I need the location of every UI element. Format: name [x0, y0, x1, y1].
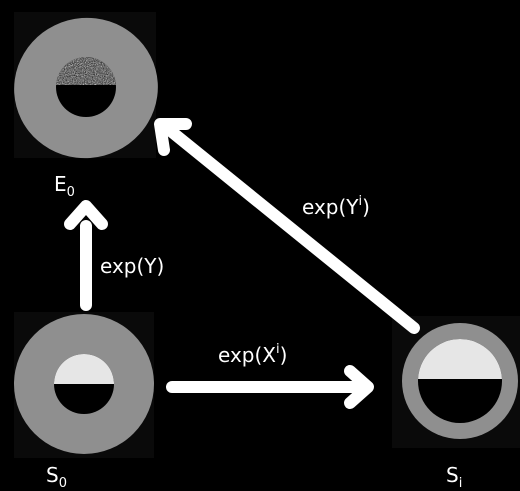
e0-image [14, 12, 158, 159]
si-image [392, 316, 520, 448]
edge-label-exp-xi-base: exp(X [218, 343, 276, 367]
e0-label-base: E [54, 172, 67, 196]
s0-bright-half [54, 354, 114, 384]
si-label: Si [446, 465, 462, 490]
arrow-s0-to-e0 [64, 200, 108, 311]
s0-image [14, 312, 154, 458]
si-bright-half [418, 339, 502, 380]
edge-label-exp-xi-superscript: i [276, 342, 280, 357]
e0-textured-half [56, 57, 116, 85]
arrow-s0-to-si [166, 365, 374, 409]
edge-label-exp-yi-base: exp(Y [302, 195, 359, 219]
e0-label: E0 [54, 174, 75, 199]
edge-label-exp-yi-superscript: i [358, 194, 363, 209]
edge-label-exp-xi: exp(Xi) [218, 343, 287, 365]
edge-label-exp-yi: exp(Yi) [302, 195, 370, 217]
s0-label-base: S [46, 463, 59, 487]
s0-label: S0 [46, 465, 67, 490]
e0-label-subscript: 0 [66, 185, 75, 200]
si-label-base: S [446, 463, 459, 487]
edge-label-exp-xi-close: ) [279, 343, 288, 367]
edge-label-exp-y-close: ) [156, 254, 165, 278]
si-label-subscript: i [458, 476, 463, 491]
s0-label-subscript: 0 [58, 476, 67, 491]
edge-label-exp-y-base: exp(Y [100, 254, 157, 278]
edge-label-exp-yi-close: ) [362, 195, 370, 219]
edge-label-exp-y: exp(Y) [100, 256, 164, 276]
arrow-si-to-e0 [154, 118, 420, 334]
